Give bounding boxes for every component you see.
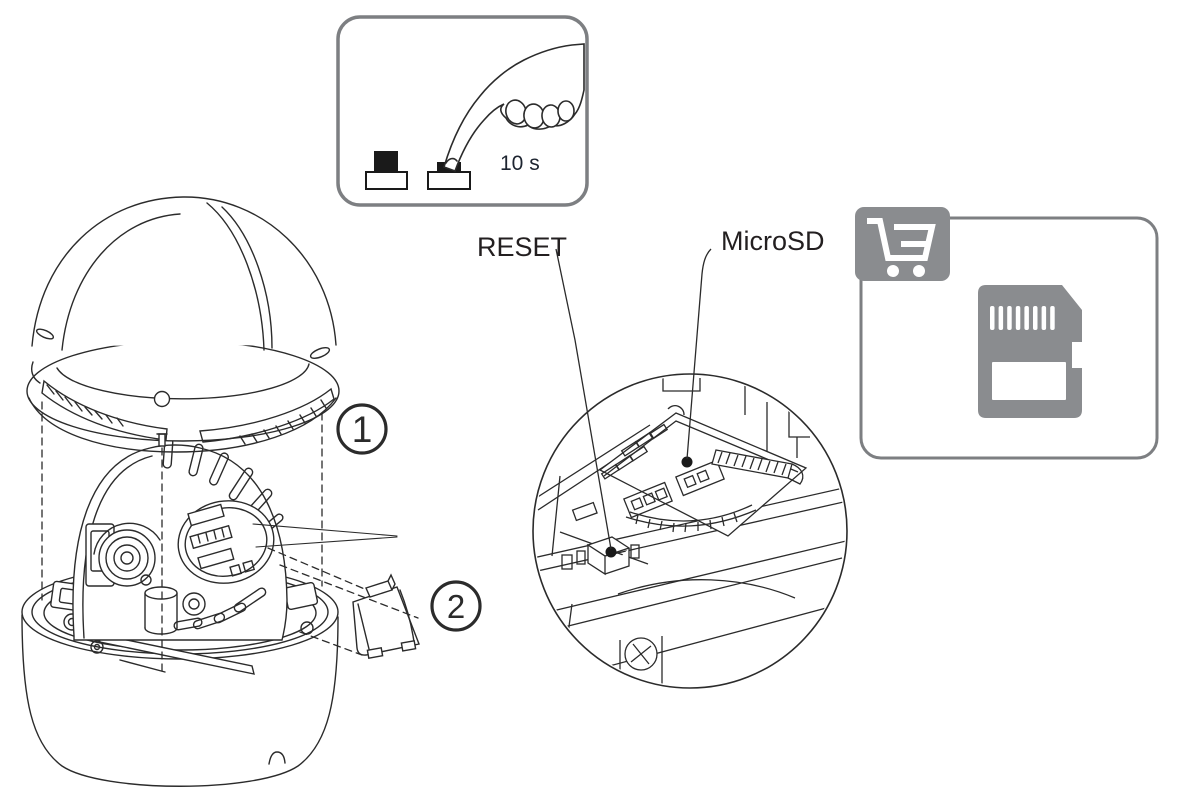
microsd-card-icon — [978, 285, 1082, 418]
microsd-label: MicroSD — [721, 226, 825, 256]
button-released-icon — [365, 151, 408, 190]
pcb-detail-circle — [532, 373, 848, 689]
phillips-screw-icon — [619, 636, 663, 686]
callout-1-number: 1 — [352, 409, 373, 450]
callout-2-number: 2 — [447, 588, 465, 625]
callout-step-1: 1 — [336, 403, 388, 455]
dome-cover-drawing — [26, 196, 340, 453]
microsd-dot — [681, 456, 693, 468]
lens-assembly — [85, 522, 161, 587]
instruction-panel: 10 s — [336, 15, 589, 207]
labels: RESET MicroSD — [477, 226, 825, 550]
microsd-holder-drawing — [598, 405, 808, 537]
microsd-leader-line — [686, 248, 712, 460]
hold-duration-label: 10 s — [500, 152, 540, 175]
reset-button-drawing — [559, 531, 649, 576]
shopping-cart-icon — [855, 207, 950, 281]
alignment-dashed-lines — [41, 401, 419, 677]
camera-module-drawing — [72, 437, 288, 641]
reset-leader-line — [555, 248, 612, 550]
magnifier-pointer-lines — [252, 523, 398, 548]
connector-compartment — [177, 500, 275, 584]
camera-exploded-drawing — [21, 196, 420, 787]
reset-dot — [605, 546, 617, 558]
locator-pin — [156, 433, 168, 447]
ring-front-windows — [41, 379, 335, 445]
pcb-line-art — [535, 376, 845, 686]
vent-slots — [162, 437, 284, 631]
reset-label: RESET — [477, 232, 567, 262]
module-yoke — [144, 586, 206, 635]
accessory-panel — [855, 207, 1159, 460]
pressing-hand-icon — [443, 43, 585, 173]
hatch-cover-drawing — [352, 573, 420, 659]
callout-step-2: 2 — [430, 580, 482, 632]
